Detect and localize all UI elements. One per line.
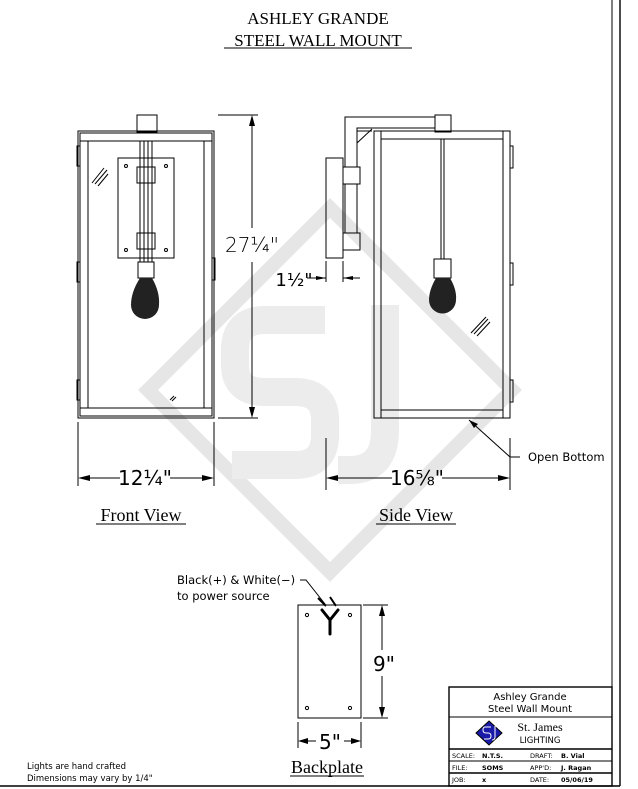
backplate-height-dimension: 9" [373, 652, 395, 676]
field-label-appd: APP'D: [530, 764, 551, 772]
front-view-drawing [76, 114, 258, 486]
side-view-label: Side View [379, 505, 453, 525]
title-block-product-line2: Steel Wall Mount [488, 704, 572, 715]
front-height-dimension: 27¼" [225, 233, 279, 257]
title-line1: ASHLEY GRANDE [247, 9, 389, 28]
side-backplate-depth-dimension: 1½" [275, 270, 312, 291]
field-value-date: 05/06/19 [561, 776, 593, 784]
backplate-label: Backplate [291, 757, 363, 777]
field-label-scale: SCALE: [452, 752, 475, 760]
side-depth-dimension: 16⅝" [390, 466, 444, 490]
bulb-icon [429, 278, 457, 314]
watermark-logo [138, 198, 522, 582]
wire-note-line2: to power source [177, 589, 270, 603]
field-value-draft: B. Vial [561, 752, 584, 760]
backplate-drawing [297, 579, 388, 748]
wire-note-line1: Black(+) & White(−) [177, 573, 295, 587]
field-value-appd: J. Ragan [560, 764, 592, 772]
front-width-dimension: 12¼" [118, 466, 172, 490]
st-james-logo-icon [475, 720, 503, 746]
field-value-file: SOMS [482, 764, 504, 772]
backplate-width-dimension: 5" [319, 730, 341, 754]
field-label-file: FILE: [452, 764, 468, 772]
field-value-scale: N.T.S. [482, 752, 503, 760]
title-block-fields: SCALE: N.T.S. DRAFT: B. Vial FILE: SOMS … [451, 752, 593, 784]
field-label-draft: DRAFT: [530, 752, 553, 760]
company-name: St. James [517, 720, 563, 734]
field-label-date: DATE: [530, 776, 549, 784]
front-view-label: Front View [100, 505, 181, 525]
title-block-product-line1: Ashley Grande [493, 692, 566, 703]
note-hand-crafted: Lights are hand crafted [27, 762, 126, 772]
open-bottom-callout: Open Bottom [528, 450, 605, 464]
side-view-drawing [307, 114, 520, 490]
note-dimensions: Dimensions may vary by 1/4" [27, 774, 153, 784]
company-sub: LIGHTING [520, 736, 561, 746]
field-label-job: JOB: [451, 776, 466, 784]
title-block [448, 686, 613, 787]
bulb-icon [131, 278, 160, 319]
field-value-job: x [482, 776, 487, 784]
title-line2: STEEL WALL MOUNT [234, 31, 402, 50]
